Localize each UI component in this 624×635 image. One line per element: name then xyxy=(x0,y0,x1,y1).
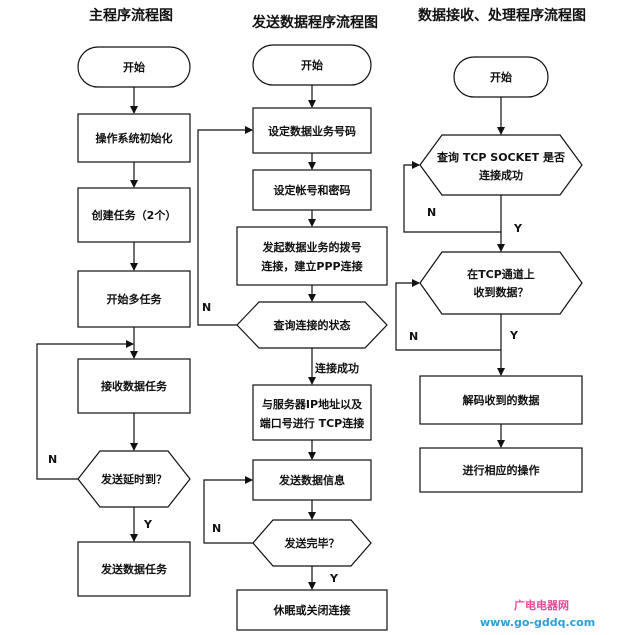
main-multi-label: 开始多任务 xyxy=(107,292,163,306)
main-send-label: 发送数据任务 xyxy=(100,562,168,576)
main-start-label: 开始 xyxy=(123,60,145,74)
send-n1-label: N xyxy=(202,301,211,314)
recv-query-decision xyxy=(419,134,583,196)
main-create-box xyxy=(77,187,191,243)
send-server-box xyxy=(252,384,372,441)
send-sleep-label: 休眠或关闭连接 xyxy=(273,603,351,617)
recv-got-label-1: 在TCP通道上 xyxy=(467,267,535,281)
send-code-box xyxy=(252,107,372,154)
send-server-label-1: 与服务器IP地址以及 xyxy=(262,397,363,411)
send-dial-label-1: 发起数据业务的拨号 xyxy=(262,240,362,254)
recv-start-label: 开始 xyxy=(490,70,512,84)
main-multi-box xyxy=(77,270,191,328)
send-acct-label: 设定帐号和密码 xyxy=(274,183,351,197)
main-flow-title: 主程序流程图 xyxy=(89,7,173,24)
main-send-box xyxy=(77,541,191,597)
recv-got-label-2: 收到数据？ xyxy=(474,285,529,299)
send-query-label: 查询连接的状态 xyxy=(274,318,351,332)
main-delay-label: 发送延时到？ xyxy=(100,472,167,486)
recv-y2-label: Y xyxy=(509,329,519,342)
send-y-label: Y xyxy=(329,572,339,585)
watermark-site-name: 广电电器网 xyxy=(514,598,569,612)
main-init-label: 操作系统初始化 xyxy=(96,131,173,145)
main-recv-label: 接收数据任务 xyxy=(101,379,168,393)
recv-flow-title: 数据接收、处理程序流程图 xyxy=(418,7,586,24)
main-init-box xyxy=(77,113,191,163)
recv-got-decision xyxy=(419,251,583,315)
recv-decode-label: 解码收到的数据 xyxy=(463,393,540,407)
send-start-label: 开始 xyxy=(301,58,323,72)
send-ok-label: 连接成功 xyxy=(315,361,359,375)
send-flow-title: 发送数据程序流程图 xyxy=(251,14,378,31)
send-dial-box xyxy=(236,226,388,286)
recv-n1-label: N xyxy=(427,206,436,219)
main-n-label: N xyxy=(48,453,57,466)
send-info-label: 发送数据信息 xyxy=(278,473,345,487)
main-create-label: 创建任务（2个） xyxy=(91,208,177,222)
recv-query-label-1: 查询 TCP SOCKET 是否 xyxy=(437,150,565,164)
main-y-label: Y xyxy=(143,518,153,531)
send-done-label: 发送完毕？ xyxy=(284,536,340,550)
send-info-box xyxy=(252,459,372,501)
main-flow xyxy=(36,46,191,597)
send-n2-label: N xyxy=(212,522,221,535)
send-query-decision xyxy=(236,301,388,349)
send-dial-label-2: 连接，建立PPP连接 xyxy=(261,259,362,273)
recv-action-box xyxy=(419,447,583,493)
send-server-label-2: 端口号进行 TCP连接 xyxy=(260,416,364,430)
watermark-url: www.go-gddq.com xyxy=(480,616,595,629)
send-done-decision xyxy=(252,519,372,567)
recv-n2-label: N xyxy=(409,330,418,343)
send-flow xyxy=(197,44,388,631)
recv-query-label-2: 连接成功 xyxy=(479,168,523,182)
recv-y1-label: Y xyxy=(513,222,523,235)
recv-flow xyxy=(395,56,583,493)
recv-decode-box xyxy=(419,375,583,425)
main-delay-decision xyxy=(77,450,191,508)
send-sleep-box xyxy=(236,589,388,631)
recv-action-label: 进行相应的操作 xyxy=(463,463,540,477)
send-code-label: 设定数据业务号码 xyxy=(268,124,356,138)
